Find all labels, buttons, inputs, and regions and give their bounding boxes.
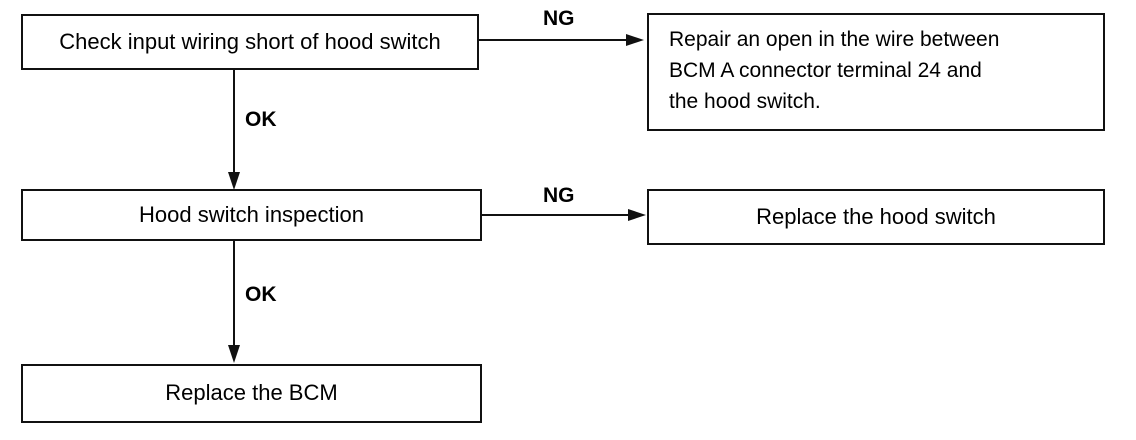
repair-open-wire-box: Repair an open in the wire between BCM A… [647, 13, 1105, 131]
replace-hood-switch-box: Replace the hood switch [647, 189, 1105, 245]
ng-label-1: NG [543, 7, 575, 30]
arrow-ng-2-head [628, 209, 646, 221]
ok-label-2: OK [245, 283, 277, 306]
repair-open-wire-line-1: Repair an open in the wire between [669, 28, 1000, 51]
replace-hood-switch-text: Replace the hood switch [756, 203, 996, 229]
repair-open-wire-text: Repair an open in the wire between BCM A… [669, 24, 999, 117]
repair-open-wire-line-2: BCM A connector terminal 24 and [669, 59, 982, 82]
hood-switch-inspection-box: Hood switch inspection [21, 189, 482, 241]
arrow-ok-2-head [228, 345, 240, 363]
ng-label-2: NG [543, 184, 575, 207]
check-input-wiring-text: Check input wiring short of hood switch [59, 28, 441, 54]
arrow-ng-1-head [626, 34, 644, 46]
replace-bcm-text: Replace the BCM [165, 380, 338, 406]
replace-bcm-box: Replace the BCM [21, 364, 482, 423]
ok-label-1: OK [245, 108, 277, 131]
check-input-wiring-box: Check input wiring short of hood switch [21, 14, 479, 70]
arrow-ok-1-head [228, 172, 240, 190]
hood-switch-inspection-text: Hood switch inspection [138, 201, 364, 227]
repair-open-wire-line-3: the hood switch. [669, 90, 821, 113]
